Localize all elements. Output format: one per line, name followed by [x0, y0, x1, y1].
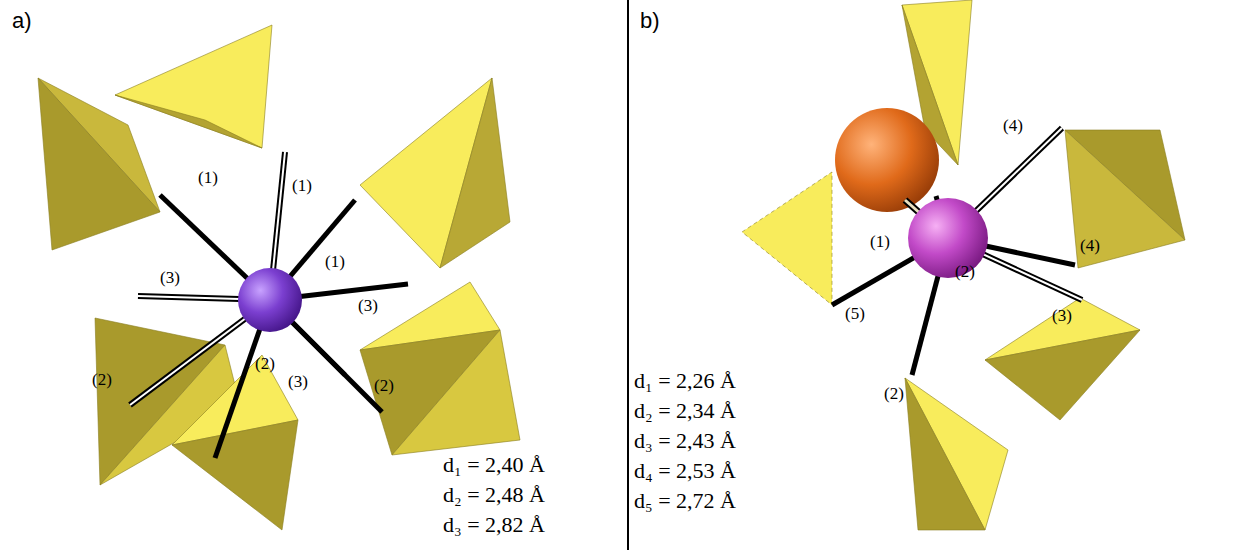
callout-number: (1) — [870, 232, 890, 252]
callout-number: (4) — [1003, 116, 1023, 136]
distance-value: d₅ = 2,72 Å — [634, 488, 736, 513]
panel-divider — [627, 0, 629, 550]
central-atom — [238, 268, 302, 332]
callout-number: (4) — [1080, 236, 1100, 256]
callout-number: (2) — [92, 370, 112, 390]
panel-label: b) — [640, 8, 660, 33]
anion-sphere — [835, 108, 939, 212]
bonds-b — [832, 128, 1082, 375]
callout-number: (3) — [358, 296, 378, 316]
distance-value: d₄ = 2,53 Å — [634, 458, 736, 483]
distance-value: d₂ = 2,34 Å — [634, 398, 736, 423]
callout-number: (2) — [884, 384, 904, 404]
distance-value: d₃ = 2,82 Å — [443, 512, 545, 537]
callout-number: (3) — [1052, 306, 1072, 326]
callout-number: (5) — [845, 304, 865, 324]
tetrahedra-b — [742, 0, 1185, 530]
panel-label: a) — [12, 8, 32, 33]
central-atom — [908, 198, 988, 278]
callout-number: (2) — [255, 354, 275, 374]
distance-value: d₂ = 2,48 Å — [443, 482, 545, 507]
callout-number: (1) — [198, 168, 218, 188]
bonds-a — [130, 152, 408, 458]
distance-value: d₁ = 2,40 Å — [443, 452, 545, 477]
callout-number: (2) — [955, 262, 975, 282]
callout-number: (3) — [160, 268, 180, 288]
callout-number: (1) — [325, 252, 345, 272]
callout-number: (2) — [374, 376, 394, 396]
distance-value: d₃ = 2,43 Å — [634, 428, 736, 453]
callout-number: (3) — [288, 372, 308, 392]
callout-number: (1) — [292, 176, 312, 196]
distance-value: d₁ = 2,26 Å — [634, 368, 736, 393]
